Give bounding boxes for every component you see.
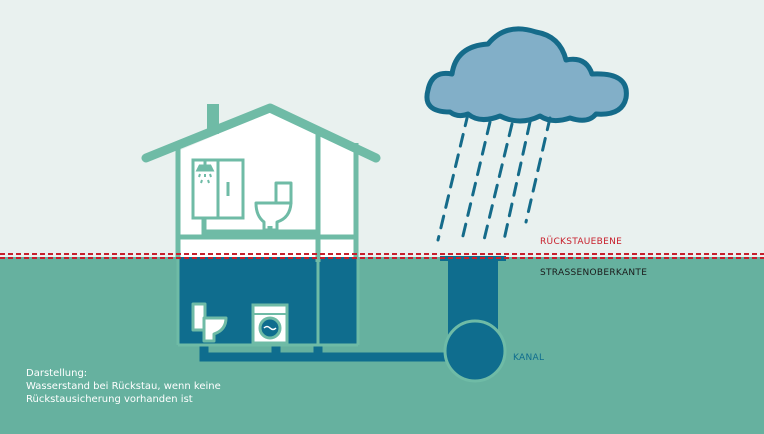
caption: Darstellung: Wasserstand bei Rückstau, w… xyxy=(26,367,221,406)
house xyxy=(141,103,381,345)
sky-background xyxy=(0,0,764,258)
caption-line: Darstellung: xyxy=(26,368,88,379)
caption-line: Wasserstand bei Rückstau, wenn keine xyxy=(26,381,221,392)
house-roof-fill xyxy=(176,112,356,257)
washing-machine-icon xyxy=(251,303,289,345)
label-kanal: KANAL xyxy=(513,353,545,363)
house-drain-pipes xyxy=(201,130,321,345)
basement-outline xyxy=(176,257,360,347)
house-roof xyxy=(141,103,381,163)
ground xyxy=(0,257,764,434)
shower-icon xyxy=(191,158,245,220)
caption-line: Rückstausicherung vorhanden ist xyxy=(26,394,193,405)
rain xyxy=(436,112,552,242)
sewer-kanal xyxy=(443,319,507,383)
rain-cloud-icon xyxy=(424,26,629,124)
toilet-icon xyxy=(191,302,228,343)
label-strassenoberkante: STRASSENOBERKANTE xyxy=(540,268,648,278)
label-rueckstauebene: RÜCKSTAUEBENE xyxy=(540,237,623,247)
